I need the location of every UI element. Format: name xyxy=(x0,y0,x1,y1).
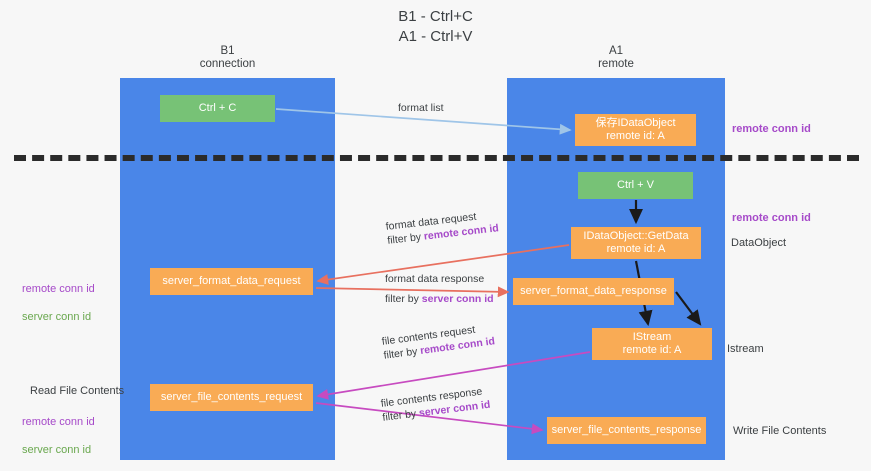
edge-label-format-list: format list xyxy=(398,102,444,114)
swimlane-a1-header: A1 remote xyxy=(598,45,634,70)
filter-prefix: filter by xyxy=(385,293,422,305)
annotation-left-remote-conn-id-mid: remote conn id xyxy=(22,283,95,295)
annotation-remote-conn-id-top: remote conn id xyxy=(732,123,811,135)
annotation-dataobject: DataObject xyxy=(731,237,787,249)
edge-label-file-contents-request: file contents request filter by remote c… xyxy=(381,320,496,362)
annotation-left-server-conn-id-mid: server conn id xyxy=(22,311,92,323)
annotation-left-remote-conn-id-bottom: remote conn id xyxy=(22,416,95,428)
edge-label-format-data-response-line1: format data response xyxy=(385,273,485,285)
annotation-istream: Istream xyxy=(727,343,764,355)
node-istream[interactable]: IStream remote id: A xyxy=(592,328,712,360)
filter-prefix: filter by xyxy=(381,407,420,424)
edge-label-format-data-response-line2: filter by server conn id xyxy=(385,292,494,306)
annotation-remote-conn-id-mid: remote conn id xyxy=(732,212,811,224)
annotation-write-file-contents: Write File Contents xyxy=(733,425,827,437)
diagram-title: B1 - Ctrl+C A1 - Ctrl+V xyxy=(398,8,473,45)
edge-label-file-contents-response: file contents response filter by server … xyxy=(380,384,491,425)
node-server-format-data-response[interactable]: server_format_data_response xyxy=(513,278,674,305)
annotation-left-ids-mid: remote conn id server conn id xyxy=(22,268,95,338)
node-ctrl-c[interactable]: Ctrl + C xyxy=(160,95,275,122)
annotation-left-server-conn-id-bottom: server conn id xyxy=(22,444,92,456)
edge-label-format-data-response: format data response filter by server co… xyxy=(385,272,494,306)
node-idataobject[interactable]: 保存IDataObject remote id: A xyxy=(575,114,696,146)
annotation-left-ids-bottom: remote conn id server conn id xyxy=(22,401,95,471)
filter-prefix: filter by xyxy=(382,345,421,362)
node-server-file-contents-response[interactable]: server_file_contents_response xyxy=(547,417,706,444)
node-server-file-contents-request[interactable]: server_file_contents_request xyxy=(150,384,313,411)
swimlane-b1-header: B1 connection xyxy=(199,45,256,70)
annotation-read-file-contents: Read File Contents xyxy=(30,385,125,397)
phase-divider xyxy=(14,155,859,161)
node-server-format-data-request[interactable]: server_format_data_request xyxy=(150,268,313,295)
node-idataobject-getdata[interactable]: IDataObject::GetData remote id: A xyxy=(571,227,701,259)
edge-label-format-data-request: format data request filter by remote con… xyxy=(385,207,499,248)
filter-id-server-conn-id: server conn id xyxy=(421,293,494,305)
node-ctrl-v[interactable]: Ctrl + V xyxy=(578,172,693,199)
filter-prefix: filter by xyxy=(386,230,425,247)
